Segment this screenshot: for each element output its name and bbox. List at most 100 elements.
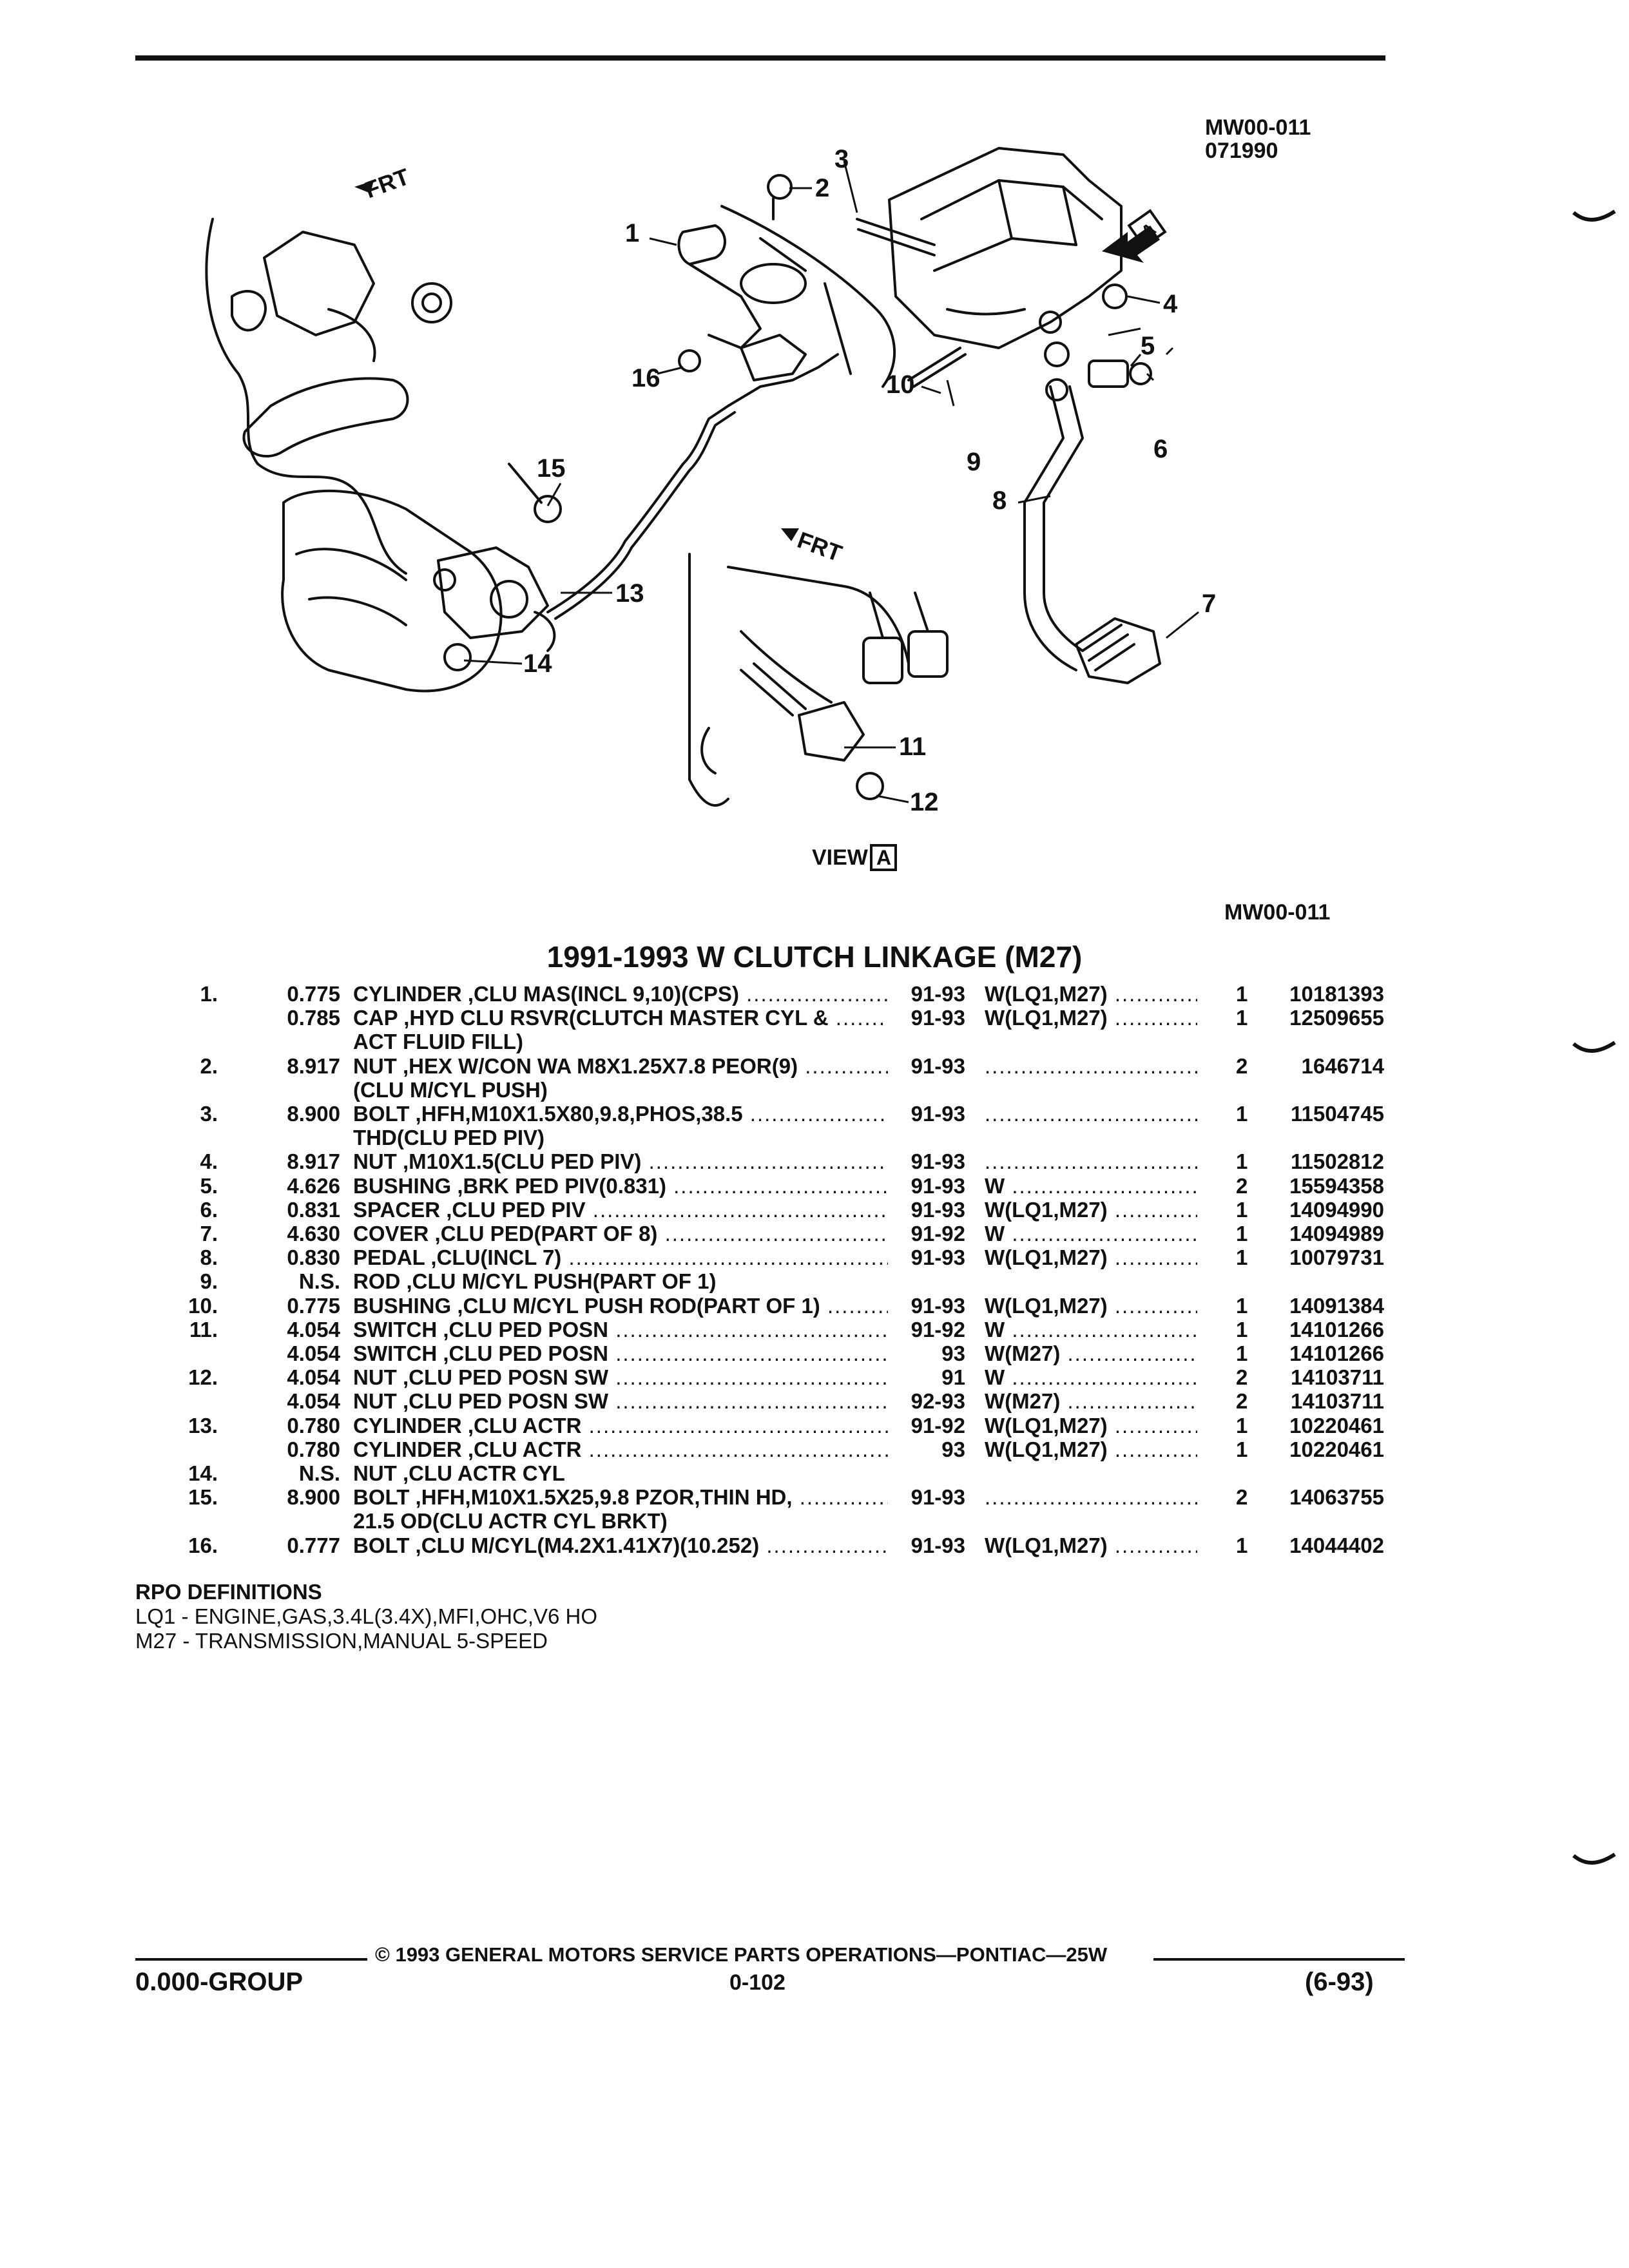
callout-10: 10 (886, 370, 915, 399)
edge-mark (1572, 209, 1616, 222)
part-grp: 4.054 (287, 1317, 340, 1341)
part-idx: 8. (200, 1245, 218, 1270)
callout-1: 1 (625, 219, 639, 247)
rpo-line: LQ1 - ENGINE,GAS,3.4L(3.4X),MFI,OHC,V6 H… (135, 1604, 598, 1628)
actuator-cylinder (437, 546, 549, 639)
part-qty: 2 (1236, 1053, 1248, 1078)
part-grp: 4.054 (287, 1389, 340, 1414)
part-desc: ROD ,CLU M/CYL PUSH(PART OF 1) (353, 1269, 717, 1294)
reservoir (677, 224, 726, 265)
footer-rule-right (1153, 1958, 1405, 1961)
view-label: VIEW (812, 845, 869, 870)
footer-edition: (6-93) (1305, 1968, 1374, 1996)
top-rule (135, 55, 1385, 61)
master-cylinder (740, 334, 807, 381)
parts-row: (CLU M/CYL PUSH) (0, 1078, 1629, 1102)
part-idx: 10. (188, 1293, 218, 1318)
part-qty: 1 (1236, 1006, 1248, 1030)
part-years: 91-92 (911, 1222, 965, 1245)
part-model: W(LQ1,M27) (985, 1198, 1197, 1222)
part-pn: 11504745 (1290, 1102, 1384, 1126)
part-desc: BUSHING ,CLU M/CYL PUSH ROD(PART OF 1) (353, 1294, 888, 1318)
callout-4: 4 (1163, 290, 1178, 318)
part-qty: 1 (1236, 1222, 1248, 1245)
clutch-pedal-arm (1023, 385, 1077, 671)
part-model (985, 1149, 1197, 1174)
part-desc: BUSHING ,BRK PED PIV(0.831) (353, 1174, 888, 1198)
part-grp: 4.626 (287, 1173, 340, 1198)
part-model: W(LQ1,M27) (985, 982, 1197, 1006)
part-desc: SWITCH ,CLU PED POSN (353, 1341, 888, 1366)
illustration-ref-date: 071990 (1205, 139, 1278, 163)
part-grp: 8.900 (287, 1102, 340, 1126)
engine-block (263, 231, 375, 336)
part-years: 91-93 (911, 1533, 965, 1557)
footer-page-number: 0-102 (729, 1970, 786, 1995)
part-years: 91 (941, 1365, 965, 1390)
part-qty: 1 (1236, 1533, 1248, 1557)
part-years: 91-93 (911, 1053, 965, 1078)
pedal-switch (798, 701, 865, 762)
part-pn: 14063755 (1289, 1485, 1384, 1510)
part-pn: 1646714 (1301, 1053, 1384, 1078)
part-desc: CYLINDER ,CLU ACTR (353, 1414, 888, 1438)
part-years: 91-93 (911, 982, 965, 1006)
part-idx: 5. (200, 1173, 218, 1198)
part-pn: 14094989 (1289, 1222, 1384, 1245)
part-desc: CYLINDER ,CLU MAS(INCL 9,10)(CPS) (353, 982, 888, 1006)
part-grp: 0.830 (287, 1245, 340, 1270)
part-pn: 15594358 (1289, 1173, 1384, 1198)
part-grp: 0.831 (287, 1197, 340, 1222)
part-model: W(LQ1,M27) (985, 1006, 1197, 1030)
part-idx: 4. (200, 1149, 218, 1174)
part-pn: 14101266 (1289, 1317, 1384, 1341)
section-title: 1991-1993 W CLUTCH LINKAGE (M27) (546, 940, 1083, 974)
rpo-line: M27 - TRANSMISSION,MANUAL 5-SPEED (135, 1629, 548, 1653)
edge-mark (1572, 1041, 1616, 1053)
part-desc: PEDAL ,CLU(INCL 7) (353, 1245, 888, 1270)
part-desc: BOLT ,CLU M/CYL(M4.2X1.41X7)(10.252) (353, 1533, 888, 1558)
view-letter: A (876, 846, 891, 869)
part-pn: 10181393 (1289, 982, 1384, 1006)
footer-group: 0.000-GROUP (135, 1968, 304, 1996)
frt-label: FRT (361, 163, 413, 203)
part-desc: BOLT ,HFH,M10X1.5X80,9.8,PHOS,38.5 (353, 1102, 888, 1126)
part-desc: NUT ,CLU PED POSN SW (353, 1365, 888, 1390)
part-desc: ACT FLUID FILL) (353, 1030, 523, 1054)
part-grp: 4.054 (287, 1341, 340, 1365)
part-idx: 6. (200, 1197, 218, 1222)
part-years: 93 (941, 1341, 965, 1365)
callout-7: 7 (1202, 590, 1216, 618)
pivot-bolt (856, 218, 936, 246)
callout-2: 2 (815, 174, 829, 202)
push-rod (907, 347, 961, 381)
part-qty: 2 (1236, 1485, 1248, 1510)
part-pn: 11502812 (1290, 1149, 1384, 1174)
part-idx: 11. (189, 1317, 218, 1341)
part-model: W(LQ1,M27) (985, 1245, 1197, 1270)
parts-row: 14.N.S.NUT ,CLU ACTR CYL (0, 1461, 1629, 1486)
callout-16: 16 (631, 364, 660, 392)
part-years: 91-93 (911, 1197, 965, 1222)
part-years: 91-93 (911, 1485, 965, 1510)
part-idx: 7. (200, 1222, 218, 1245)
part-idx: 3. (200, 1102, 218, 1126)
parts-row: 21.5 OD(CLU ACTR CYL BRKT) (0, 1509, 1629, 1533)
part-model: W (985, 1318, 1197, 1342)
edge-mark (1572, 1852, 1616, 1865)
part-pn: 10220461 (1289, 1437, 1384, 1461)
part-years: 93 (941, 1437, 965, 1461)
part-desc: CAP ,HYD CLU RSVR(CLUTCH MASTER CYL & (353, 1006, 888, 1030)
view-a-outline (688, 553, 729, 807)
part-qty: 2 (1236, 1389, 1248, 1414)
part-qty: 1 (1236, 1317, 1248, 1341)
part-pn: 14044402 (1289, 1533, 1384, 1557)
part-qty: 1 (1236, 1245, 1248, 1270)
